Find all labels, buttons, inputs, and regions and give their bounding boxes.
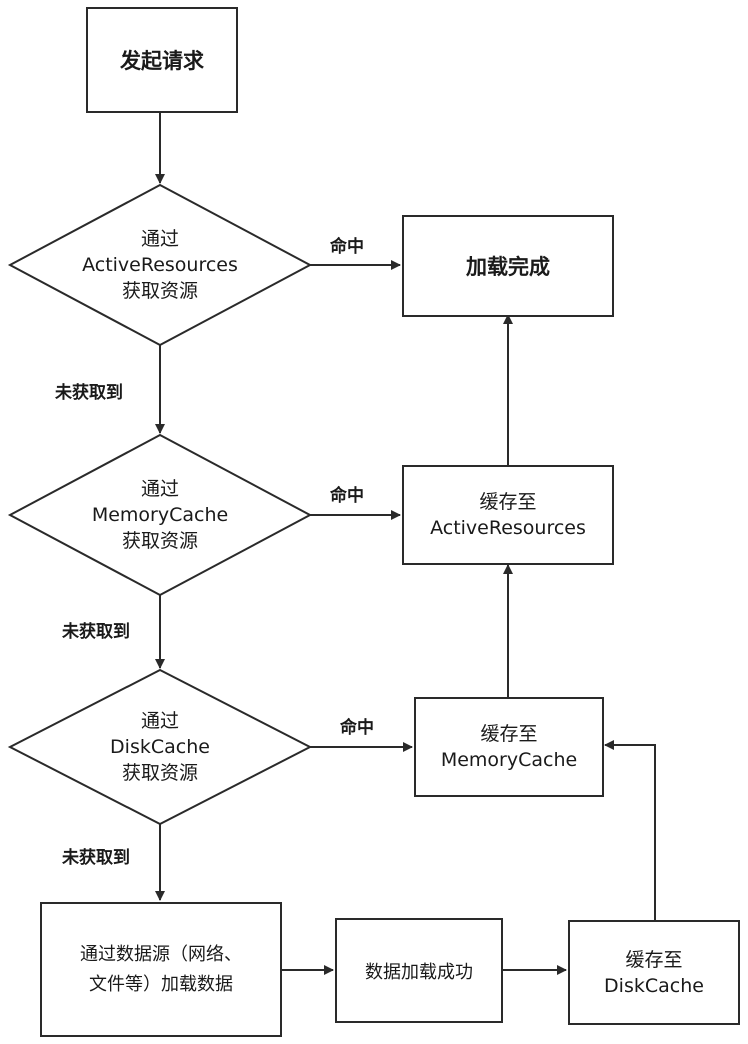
- source-line-1: 通过数据源（网络、: [80, 943, 242, 965]
- success-node-label: 数据加载成功: [365, 961, 473, 983]
- cache-memory-line-2: MemoryCache: [440, 749, 578, 771]
- miss-label-3: 未获取到: [62, 848, 130, 868]
- d3-line-3: 获取资源: [121, 762, 198, 784]
- d2-line-2: MemoryCache: [91, 504, 229, 526]
- d3-text: 通过 DiskCache 获取资源: [45, 708, 275, 786]
- done-node-label: 加载完成: [466, 255, 550, 279]
- hit-label-2: 命中: [330, 486, 364, 506]
- success-node: 数据加载成功: [335, 918, 503, 1023]
- arrow-cache-disk-to-cache-memory: [604, 740, 656, 920]
- source-node: 通过数据源（网络、 文件等）加载数据: [40, 902, 282, 1037]
- cache-active-line-2: ActiveResources: [430, 517, 586, 539]
- start-node: 发起请求: [86, 7, 238, 113]
- hit-label-1: 命中: [330, 237, 364, 257]
- start-node-label: 发起请求: [120, 49, 204, 73]
- d1-line-2: ActiveResources: [82, 254, 238, 276]
- d1-line-1: 通过: [140, 228, 179, 250]
- done-node: 加载完成: [402, 215, 614, 317]
- cache-memory-line-1: 缓存至: [480, 723, 538, 745]
- d3-line-2: DiskCache: [110, 736, 210, 758]
- cache-active-node: 缓存至 ActiveResources: [402, 465, 614, 565]
- miss-label-1: 未获取到: [55, 383, 123, 403]
- d2-line-3: 获取资源: [121, 530, 198, 552]
- cache-disk-node: 缓存至 DiskCache: [568, 920, 740, 1025]
- d1-line-3: 获取资源: [121, 280, 198, 302]
- d2-line-1: 通过: [140, 478, 179, 500]
- d3-line-1: 通过: [140, 710, 179, 732]
- cache-disk-line-1: 缓存至: [625, 948, 683, 971]
- hit-label-3: 命中: [340, 718, 374, 738]
- source-line-2: 文件等）加载数据: [89, 973, 233, 995]
- cache-active-line-1: 缓存至: [479, 491, 537, 513]
- cache-disk-line-2: DiskCache: [604, 974, 704, 997]
- cache-memory-node: 缓存至 MemoryCache: [414, 697, 604, 797]
- d1-text: 通过 ActiveResources 获取资源: [45, 226, 275, 304]
- d2-text: 通过 MemoryCache 获取资源: [45, 476, 275, 554]
- miss-label-2: 未获取到: [62, 622, 130, 642]
